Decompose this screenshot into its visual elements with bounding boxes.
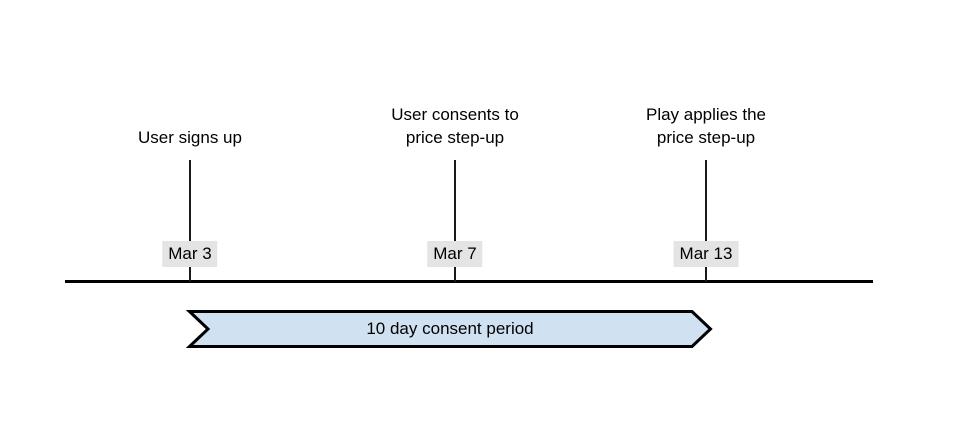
timeline-axis (65, 280, 873, 283)
date-chip-mar-13: Mar 13 (673, 241, 739, 267)
event-label-user-consents: User consents to price step-up (391, 105, 519, 147)
banner-arrow-shape (185, 310, 713, 348)
date-chip-mar-7: Mar 7 (427, 241, 483, 267)
tick-line-mar-7 (454, 160, 456, 282)
event-label-user-signs-up: User signs up (138, 128, 242, 147)
tick-line-mar-3 (189, 160, 191, 282)
consent-period-banner: 10 day consent period (185, 310, 713, 348)
tick-line-mar-13 (705, 160, 707, 282)
event-label-play-applies: Play applies the price step-up (645, 105, 767, 147)
date-chip-mar-3: Mar 3 (162, 241, 218, 267)
